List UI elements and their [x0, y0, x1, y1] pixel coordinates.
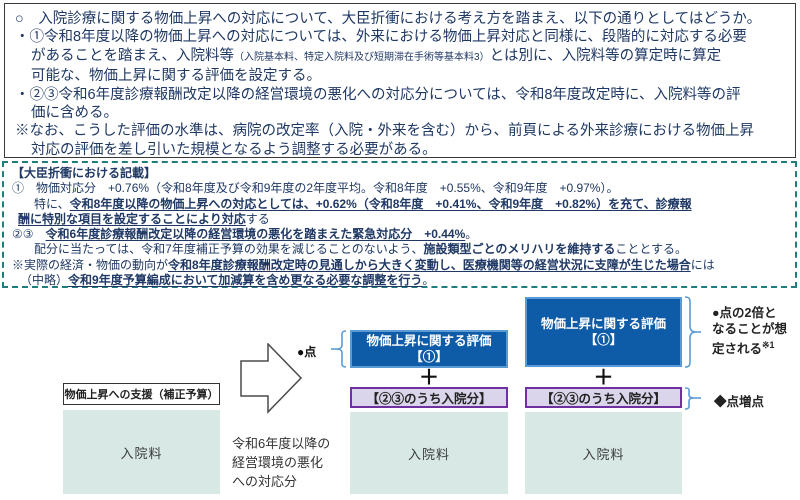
minister-line-3: 酬に特別な項目を設定することにより対応する: [12, 212, 787, 227]
proposal-line-6: 価に含める。: [31, 105, 118, 122]
arrow-caption: 令和6年度以降の 経営環境の悪化 への対応分: [232, 434, 330, 491]
minister-line-6-plain: ※実際の経済・物価の動向が: [12, 257, 169, 272]
minister-line-2: 特に、令和8年度以降の物価上昇への対応としては、+0.62%（令和8年度 +0.…: [12, 197, 787, 212]
point-label: ●点: [297, 345, 317, 359]
minister-line-4-plain: ②③: [12, 227, 46, 242]
double-points-note-ref: ※1: [762, 340, 775, 350]
brace-right-tall-icon: [684, 296, 701, 368]
minister-line-7-em: 令和9年度予算編成において加減算を含め更なる必要な調整を行う: [68, 273, 423, 288]
proposal-line-3-tail: とは別に、入院料等の算定時に算定: [489, 47, 722, 64]
price-eval-box-1: 物価上昇に関する評価 【①】: [350, 330, 508, 368]
proposal-line-3-note: （入院基本料、特定入院料及び短期滞在手術等基本料3）: [234, 51, 490, 63]
arrow-caption-line-3: への対応分: [232, 474, 298, 489]
point-increase-note: ◆点増点: [714, 395, 765, 409]
double-points-note-line-3: 定される※1: [712, 337, 800, 357]
brace-left-icon: [331, 330, 347, 368]
minister-line-4-tail: 。: [465, 227, 478, 242]
price-eval-num-2: 【①】: [584, 333, 623, 347]
proposal-line-2: ・①令和8年度以降の物価上昇への対応については、外来における物価上昇対応と同様に…: [15, 29, 747, 46]
price-eval-box-2: 物価上昇に関する評価 【①】: [525, 297, 682, 367]
minister-line-4: ②③ 令和6年度診療報酬改定以降の経営環境の悪化を踏まえた緊急対応分 +0.44…: [12, 227, 787, 242]
proposal-line-8: 対応の評価を差し引いた規模となるよう調整する必要がある。: [31, 141, 437, 158]
price-eval-num-1: 【①】: [410, 350, 448, 364]
arrow-caption-line-1: 令和6年度以降の: [232, 436, 331, 451]
minister-line-4-em: 令和6年度診療報酬改定以降の経営環境の悪化を踏まえた緊急対応分 +0.44%: [45, 227, 466, 242]
inpatient-fee-box-2: 入院料: [525, 412, 682, 494]
arrow-caption-line-2: 経営環境の悪化: [232, 455, 324, 470]
minister-line-5-em: 施設類型ごとのメリハリを維持する: [423, 242, 616, 257]
double-points-note: ●点の2倍と なることが想 定される※1: [712, 305, 800, 357]
inpatient-portion-box-1: 【②③のうち入院分】: [350, 387, 508, 408]
proposal-line-3: があることを踏まえ、入院料等（入院基本料、特定入院料及び短期滞在手術等基本料3）…: [15, 47, 787, 67]
proposal-line-4: 可能な、物価上昇に関する評価を設定する。: [31, 68, 321, 85]
proposal-line-7: ※なお、こうした評価の水準は、病院の改定率（入院・外来を含む）から、前頁による外…: [15, 123, 755, 140]
minister-line-6-em: 令和8年度診療報酬改定時の見通しから大きく変動し、医療機関等の経営状況に支障が生…: [168, 257, 691, 272]
proposal-line-3-main: があることを踏まえ、入院料等: [31, 47, 234, 64]
brace-right-small-icon: [684, 387, 701, 410]
minister-line-5: 配分に当たっては、令和7年度補正予算の効果を減じることのないよう、施設類型ごとの…: [12, 242, 787, 257]
plus-sign-1: ＋: [419, 367, 439, 389]
minister-line-6-tail: には: [690, 257, 715, 272]
double-points-note-line-1: ●点の2倍と: [712, 306, 777, 320]
support-budget-box: 物価上昇への支援（補正予算）: [63, 383, 220, 405]
double-points-note-line-3-text: 定される: [712, 342, 763, 357]
inpatient-fee-diagram: 物価上昇への支援（補正予算） 入院料 令和6年度以降の 経営環境の悪化 への対応…: [0, 288, 800, 500]
inpatient-portion-box-2: 【②③のうち入院分】: [525, 387, 682, 408]
minister-line-3-plain: する: [245, 211, 270, 226]
proposal-box: ○ 入院診療に関する物価上昇への対応について、大臣折衝における考え方を踏まえ、以…: [4, 3, 796, 158]
minister-line-1: ① 物価対応分 +0.76%（令和8年度及び令和9年度の2年度平均。令和8年度 …: [12, 181, 619, 196]
inpatient-fee-box-1: 入院料: [350, 412, 508, 494]
plus-sign-2: ＋: [593, 367, 614, 389]
minister-line-7-tail: 。: [422, 273, 435, 288]
minister-line-2-em: 令和8年度以降の物価上昇への対応としては、+0.62%（令和8年度 +0.41%…: [69, 196, 692, 211]
minister-line-7: （中略）令和9年度予算編成において加減算を含め更なる必要な調整を行う。: [12, 273, 787, 288]
minister-line-6: ※実際の経済・物価の動向が令和8年度診療報酬改定時の見通しから大きく変動し、医療…: [12, 258, 787, 273]
proposal-line-5: ・②③令和6年度診療報酬改定以降の経営環境の悪化への対応分については、令和8年度…: [15, 86, 741, 103]
inpatient-fee-box-before: 入院料: [63, 410, 220, 494]
minister-line-2-plain: 特に、: [34, 196, 70, 211]
minister-line-3-em: 酬に特別な項目を設定することにより対応: [18, 211, 246, 226]
price-eval-title-2: 物価上昇に関する評価: [540, 317, 666, 331]
minister-line-5-plain: 配分に当たっては、令和7年度補正予算の効果を減じることのないよう、: [34, 242, 424, 257]
minister-line-5-tail: こととする。: [615, 242, 688, 257]
minister-box-title: 【大臣折衝における記載】: [12, 166, 157, 180]
minister-line-7-plain: （中略）: [20, 273, 69, 288]
double-points-note-line-2: なることが想: [712, 322, 788, 336]
proposal-line-1: ○ 入院診療に関する物価上昇への対応について、大臣折衝における考え方を踏まえ、以…: [15, 11, 762, 27]
minister-statement-box: 【大臣折衝における記載】 ① 物価対応分 +0.76%（令和8年度及び令和9年度…: [2, 161, 797, 288]
price-eval-title-1: 物価上昇に関する評価: [366, 334, 492, 348]
right-arrow-icon: [240, 343, 303, 414]
